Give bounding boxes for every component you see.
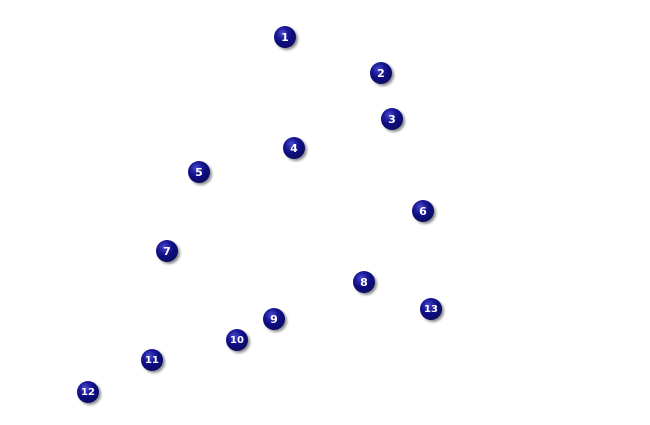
marker-3[interactable]: 3	[381, 108, 403, 130]
marker-circle	[370, 62, 392, 84]
marker-6[interactable]: 6	[412, 200, 434, 222]
marker-label: 5	[195, 166, 203, 179]
marker-8[interactable]: 8	[353, 271, 375, 293]
marker-circle	[156, 240, 178, 262]
marker-circle	[412, 200, 434, 222]
marker-5[interactable]: 5	[188, 161, 210, 183]
marker-label: 8	[360, 276, 368, 289]
marker-1[interactable]: 1	[274, 26, 296, 48]
marker-circle	[77, 381, 99, 403]
marker-label: 6	[419, 205, 427, 218]
marker-label: 4	[290, 142, 298, 155]
marker-7[interactable]: 7	[156, 240, 178, 262]
marker-circle	[283, 137, 305, 159]
marker-label: 10	[230, 335, 244, 346]
marker-circle	[420, 298, 442, 320]
marker-label: 7	[163, 245, 171, 258]
marker-circle	[381, 108, 403, 130]
marker-11[interactable]: 11	[141, 349, 163, 371]
marker-circle	[353, 271, 375, 293]
marker-circle	[141, 349, 163, 371]
marker-circle	[226, 329, 248, 351]
marker-label: 3	[388, 113, 396, 126]
marker-2[interactable]: 2	[370, 62, 392, 84]
marker-label: 13	[424, 304, 438, 315]
marker-4[interactable]: 4	[283, 137, 305, 159]
marker-10[interactable]: 10	[226, 329, 248, 351]
marker-label: 2	[377, 67, 385, 80]
marker-13[interactable]: 13	[420, 298, 442, 320]
marker-9[interactable]: 9	[263, 308, 285, 330]
marker-circle	[274, 26, 296, 48]
marker-circle	[263, 308, 285, 330]
marker-label: 11	[145, 355, 159, 366]
marker-circle	[188, 161, 210, 183]
marker-label: 1	[281, 31, 289, 44]
marker-label: 9	[270, 313, 278, 326]
marker-label: 12	[81, 387, 95, 398]
marker-12[interactable]: 12	[77, 381, 99, 403]
